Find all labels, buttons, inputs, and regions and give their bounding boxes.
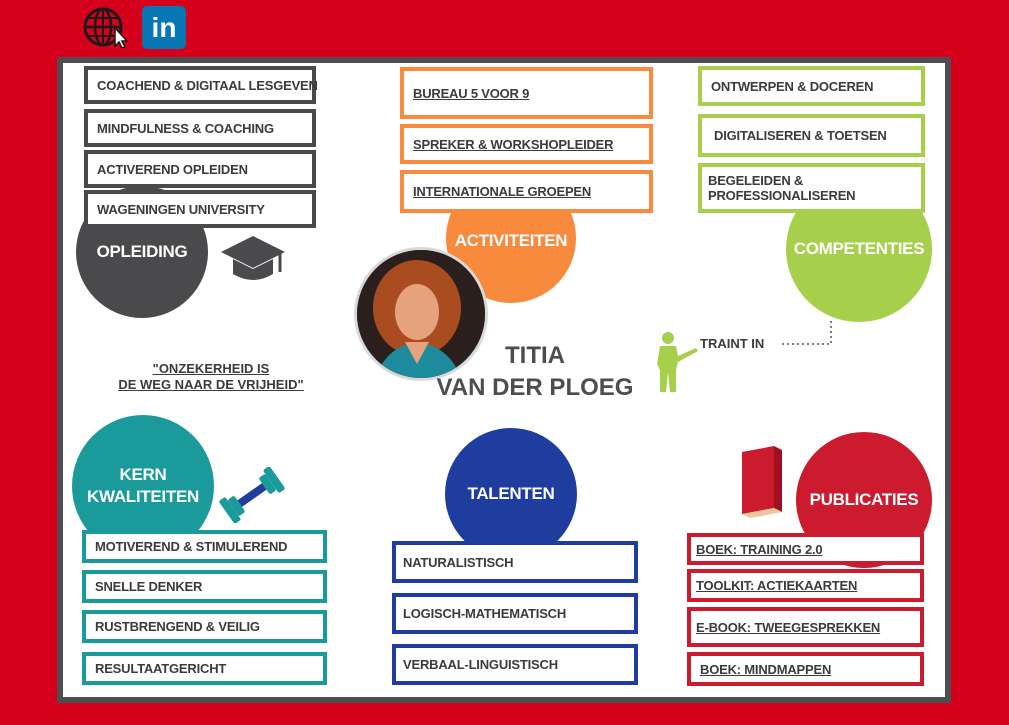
kern-title-line1: KERN — [119, 465, 167, 484]
kern-item: SNELLE DENKER — [82, 570, 327, 603]
profile-photo — [354, 247, 488, 381]
competenties-title: COMPETENTIES — [793, 239, 925, 258]
competenties-item-multiline: BEGELEIDEN & PROFESSIONALISEREN — [698, 163, 925, 213]
kern-item: RESULTAATGERICHT — [82, 652, 327, 685]
activiteiten-title: ACTIVITEITEN — [454, 230, 568, 250]
opleiding-item: WAGENINGEN UNIVERSITY — [84, 190, 316, 228]
globe-link[interactable] — [82, 6, 129, 49]
graduation-cap-icon — [220, 234, 286, 295]
talenten-item: VERBAAL-LINGUISTISCH — [392, 644, 638, 685]
dumbbell-icon — [219, 467, 285, 523]
opleiding-item: COACHEND & DIGITAAL LESGEVEN — [84, 66, 318, 104]
opleiding-item: MINDFULNESS & COACHING — [84, 109, 316, 147]
linkedin-icon: in — [151, 11, 177, 43]
kern-item: MOTIVEREND & STIMULEREND — [82, 530, 327, 563]
competenties-item: DIGITALISEREN & TOETSEN — [698, 114, 925, 157]
competenties-item: ONTWERPEN & DOCEREN — [698, 66, 925, 106]
publicaties-item[interactable]: E-BOOK: TWEEGESPREKKEN — [687, 607, 924, 647]
profile-last-name: VAN DER PLOEG — [436, 374, 634, 401]
talenten-item: LOGISCH-MATHEMATISCH — [392, 593, 638, 634]
book-icon — [742, 446, 782, 518]
activiteiten-item[interactable]: INTERNATIONALE GROEPEN — [400, 170, 653, 213]
talenten-item: NATURALISTISCH — [392, 541, 638, 583]
talenten-circle: TALENTEN — [445, 428, 577, 560]
quote-line2: DE WEG NAAR DE VRIJHEID" — [118, 377, 304, 392]
quote-line1: "ONZEKERHEID IS — [152, 361, 270, 376]
kern-title-line2: KWALITEITEN — [87, 487, 199, 506]
activiteiten-item[interactable]: SPREKER & WORKSHOPLEIDER — [400, 124, 653, 164]
traint-in-label: TRAINT IN — [700, 336, 765, 351]
profile-first-name: TITIA — [505, 342, 565, 369]
opleiding-title: OPLEIDING — [96, 242, 188, 261]
kern-item: RUSTBRENGEND & VEILIG — [82, 610, 327, 643]
opleiding-item: ACTIVEREND OPLEIDEN — [84, 150, 316, 188]
globe-icon — [83, 7, 129, 49]
talenten-title: TALENTEN — [467, 484, 555, 503]
linkedin-button[interactable]: in — [142, 6, 186, 49]
publicaties-item[interactable]: BOEK: TRAINING 2.0 — [687, 533, 924, 565]
activiteiten-item[interactable]: BUREAU 5 VOOR 9 — [400, 67, 653, 119]
quote: "ONZEKERHEID IS DE WEG NAAR DE VRIJHEID" — [104, 361, 318, 393]
publicaties-title: PUBLICATIES — [809, 490, 919, 509]
publicaties-item[interactable]: TOOLKIT: ACTIEKAARTEN — [687, 569, 924, 602]
trainer-icon — [657, 332, 698, 392]
dotted-connector — [782, 318, 832, 345]
competenties-item-line2: PROFESSIONALISEREN — [708, 188, 856, 203]
competenties-item-line1: BEGELEIDEN & — [708, 173, 804, 188]
publicaties-item[interactable]: BOEK: MINDMAPPEN — [687, 652, 924, 686]
